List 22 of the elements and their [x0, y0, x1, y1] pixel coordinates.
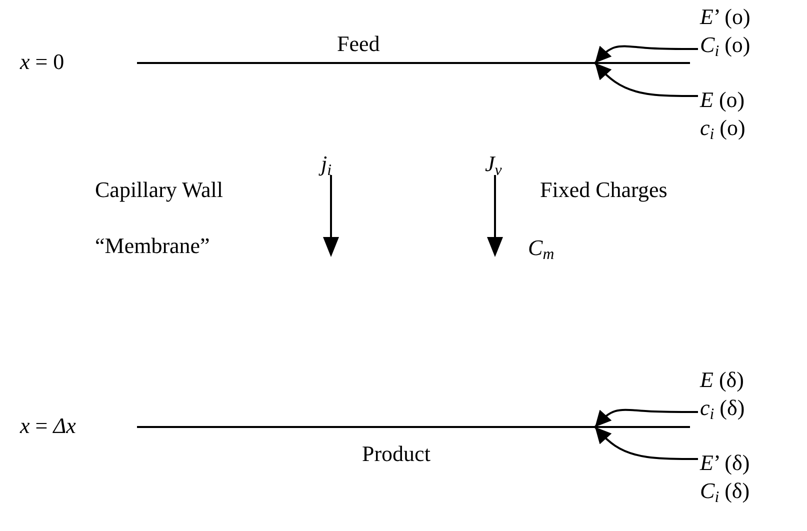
variable-label: C$_{i}$ (δ) [700, 477, 750, 505]
variable-label: c$_{i}$ (o) [700, 114, 746, 142]
boundary-label: Feed [337, 30, 380, 58]
boundary-label: Product [362, 440, 430, 468]
variable-label: E (o) [700, 86, 745, 114]
variable-label: C$_{m}$ [528, 234, 554, 262]
variable-label: c$_{i}$ (δ) [700, 394, 745, 422]
variable-label: E’ (o) [700, 3, 750, 31]
arrow [594, 62, 698, 97]
variable-label: C$_{i}$ (o) [700, 31, 750, 59]
region-label: Fixed Charges [540, 176, 668, 204]
flux-label: J$_{v}$ [485, 150, 502, 178]
flux-label: j$_{i}$ [321, 150, 332, 178]
arrow [594, 45, 698, 64]
region-label: “Membrane” [95, 232, 210, 260]
region-label: Capillary Wall [95, 176, 223, 204]
arrow [594, 426, 698, 460]
position-label: x = Δx [20, 412, 76, 440]
position-label: x = 0 [20, 48, 64, 76]
variable-label: E’ (δ) [700, 449, 750, 477]
variable-label: E (δ) [700, 366, 744, 394]
arrow [594, 408, 698, 428]
